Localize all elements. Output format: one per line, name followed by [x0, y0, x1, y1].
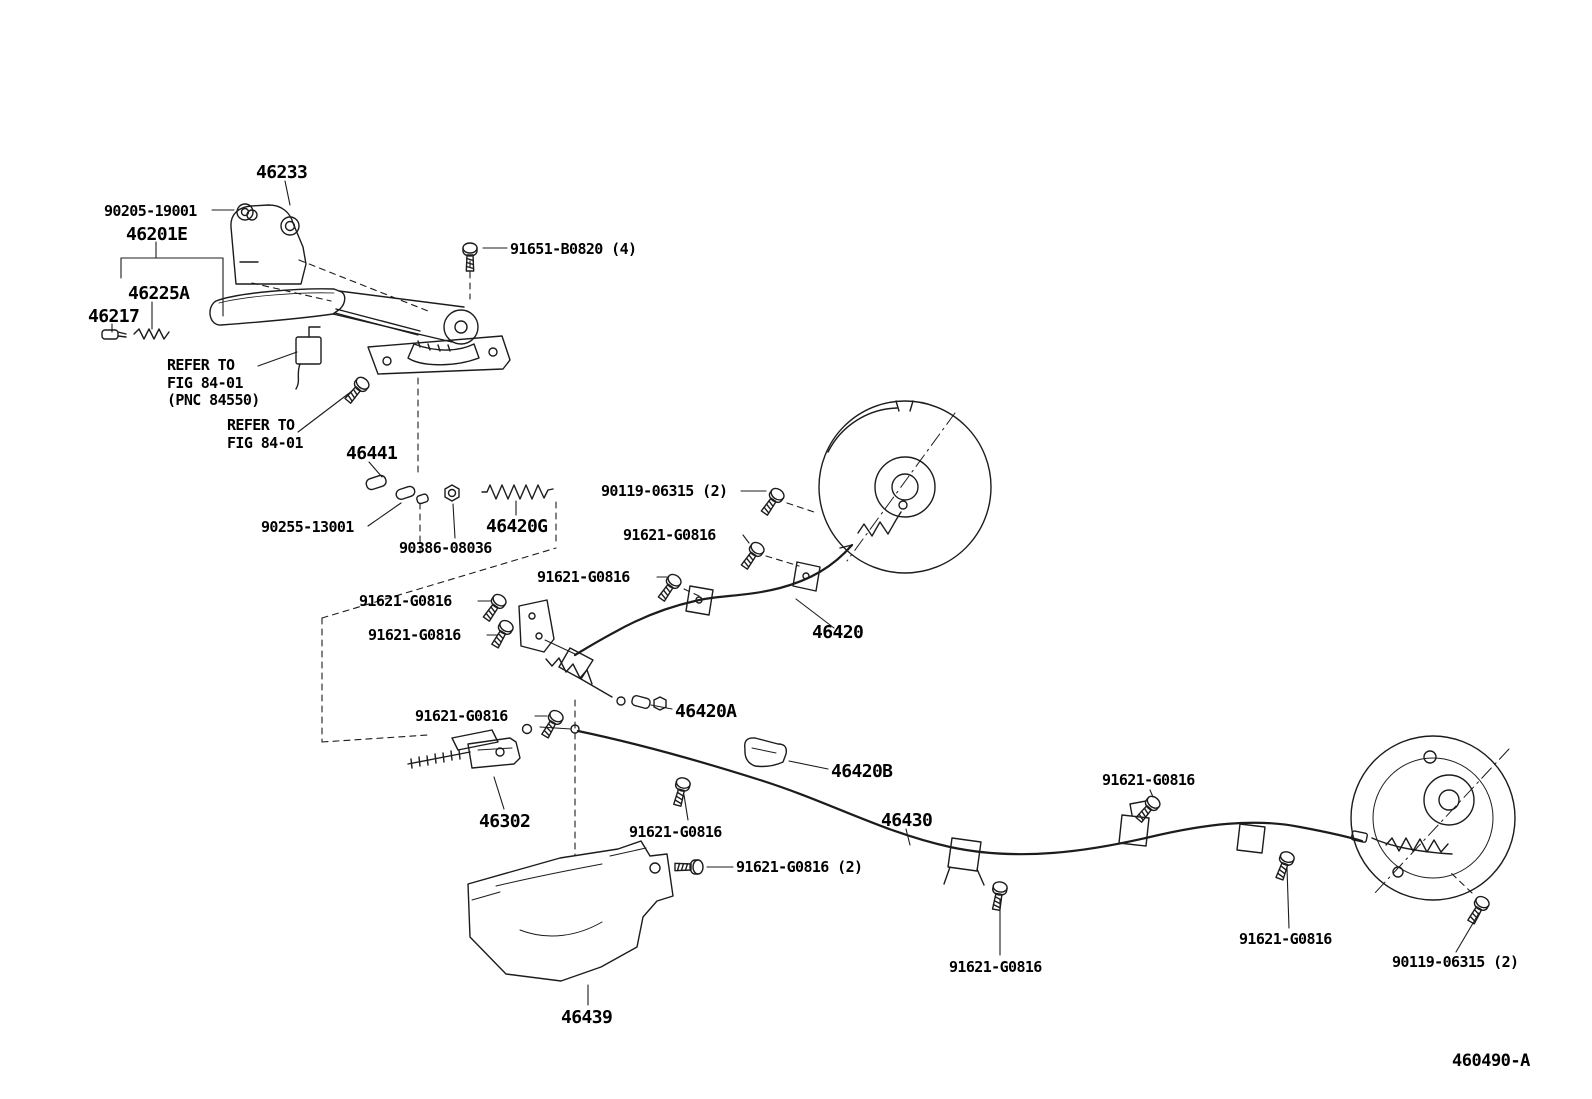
part-label: 46439: [561, 1007, 613, 1028]
protector-46439: [467, 840, 674, 982]
part-label: 90119-06315 (2): [1392, 953, 1519, 971]
part-label: 46217: [88, 306, 140, 327]
stop-lamp-switch: [295, 326, 322, 390]
tension-screw: [101, 329, 127, 340]
part-label: 91621-G0816: [359, 592, 452, 610]
part-label: 91621-G0816: [415, 707, 508, 725]
front-cable-46420: [573, 543, 854, 657]
part-label: 91621-G0816: [629, 823, 722, 841]
part-label: 46430: [881, 810, 933, 831]
center-lines: [846, 412, 1510, 896]
brake-drum: [818, 400, 992, 574]
part-label: 46225A: [128, 283, 190, 304]
parking-brake-lever: [209, 288, 511, 375]
part-label: 91651-B0820 (4): [510, 240, 637, 258]
leader-lines: [111, 180, 1480, 1006]
cable-clamp-2: [1118, 800, 1150, 847]
cable-clamp-1: [943, 837, 985, 886]
part-label: 46420B: [831, 761, 893, 782]
part-label: 91621-G0816: [537, 568, 630, 586]
part-label: 46233: [256, 162, 308, 183]
part-label: 91621-G0816: [1239, 930, 1332, 948]
clamp-90255: [395, 485, 429, 505]
part-label: 46420G: [486, 516, 548, 537]
part-label: 90119-06315 (2): [601, 482, 728, 500]
cable-clamp-3: [1236, 823, 1266, 854]
part-label: 46201E: [126, 224, 188, 245]
part-label: 46420: [812, 622, 864, 643]
part-label: 90255-13001: [261, 518, 354, 536]
cable-clip-46420B: [744, 737, 788, 768]
backing-plate: [1350, 735, 1516, 901]
cable-guide-bracket: [518, 599, 576, 655]
part-label: REFER TO FIG 84-01 (PNC 84550): [167, 356, 260, 410]
nut-90386: [444, 484, 460, 502]
cable-clamp-46441: [365, 474, 387, 491]
part-label: 91621-G0816 (2): [736, 858, 863, 876]
drawing-number: 460490-A: [1452, 1051, 1530, 1071]
lever-bracket: [230, 204, 307, 285]
part-label: 46302: [479, 811, 531, 832]
part-label: REFER TO FIG 84-01: [227, 416, 303, 452]
part-label: 46441: [346, 443, 398, 464]
grommet: [236, 203, 254, 221]
part-label: 91621-G0816: [623, 526, 716, 544]
part-label: 90386-08036: [399, 539, 492, 557]
part-label: 91621-G0816: [949, 958, 1042, 976]
part-label: 90205-19001: [104, 202, 197, 220]
spring-46420G: [481, 484, 554, 500]
adjuster-rod-46302: [407, 729, 521, 769]
part-label: 91621-G0816: [368, 626, 461, 644]
part-label: 91621-G0816: [1102, 771, 1195, 789]
construction-lines: [251, 259, 1473, 894]
tension-spring: [133, 328, 170, 340]
equalizer: [521, 647, 667, 735]
part-label: 46420A: [675, 701, 737, 722]
